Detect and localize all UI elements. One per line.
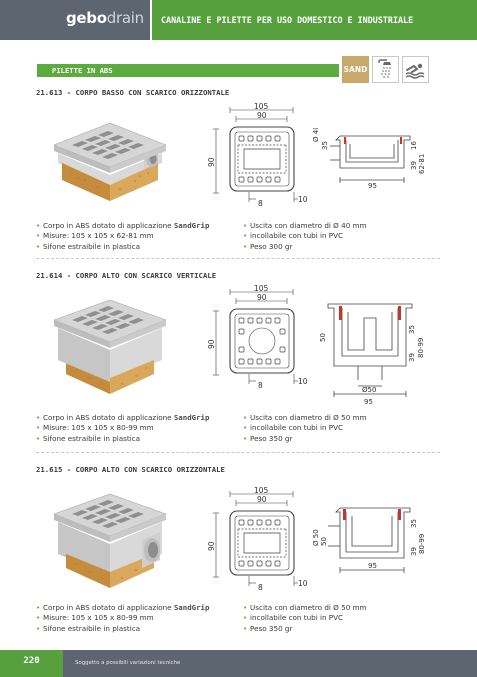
product-title: 21.615 - CORPO ALTO CON SCARICO ORIZZONT… [36,465,225,474]
list-item: Misure: 105 x 105 x 80-99 mm [36,613,209,624]
dim-8: 8 [258,583,263,591]
dim-39: 39 [408,353,416,362]
top-view-drawing: 105 90 90 8 10 [207,103,308,207]
divider [36,258,440,259]
dim-39: 39 [410,547,418,556]
feature-list-right: Uscita con diametro di Ø 50 mm incollabi… [243,603,367,634]
dim-10: 10 [298,195,308,204]
page-number: 220 [23,656,40,666]
list-item: Peso 350 gr [243,624,367,635]
brand-logo: gebodrain [66,9,144,27]
feature-list-left: Corpo in ABS dotato di applicazione Sand… [36,603,209,634]
page-footer: 220 Soggetto a possibili variazioni tecn… [0,650,477,677]
list-item: incollabile con tubi in PVC [243,231,367,242]
side-section-drawing: 50 Ø50 95 39 35 80-99 [319,303,425,406]
dim-105: 105 [254,285,269,293]
dim-90: 90 [257,111,267,120]
section-title: PILETTE IN ABS [52,66,113,75]
dim-95: 95 [368,562,377,570]
dim-105: 105 [254,487,269,495]
dim-90-vertical: 90 [207,541,216,551]
dim-50: 50 [320,537,328,546]
list-item: Uscita con diametro di Ø 50 mm [243,603,367,614]
list-item: Corpo in ABS dotato di applicazione Sand… [36,221,209,232]
list-item: Uscita con diametro di Ø 50 mm [243,413,367,424]
list-item: Corpo in ABS dotato di applicazione Sand… [36,603,209,614]
page-number-box: 220 [0,650,63,677]
footer-note: Soggetto a possibili variazioni tecniche [75,660,181,666]
dim-105: 105 [254,103,269,111]
brand-block: gebodrain [0,0,150,40]
swimming-icon [402,56,429,83]
section-bar: PILETTE IN ABS [37,64,339,77]
shower-icon [372,56,399,83]
dim-diameter-50: Ø50 [362,386,376,394]
list-item: Misure: 105 x 105 x 80-99 mm [36,423,209,434]
dim-8: 8 [258,381,263,389]
dim-35: 35 [408,325,416,334]
top-view-drawing: 105 90 90 8 10 [207,487,308,591]
feature-list-left: Corpo in ABS dotato di applicazione Sand… [36,413,209,444]
dim-62-81: 62-81 [418,154,426,174]
dim-diameter-40: Ø 40 [312,128,320,142]
list-item: Sifone estraibile in plastica [36,624,209,635]
top-view-drawing: 105 90 90 8 10 [207,285,308,389]
dim-10: 10 [298,579,308,588]
dim-50: 50 [319,333,327,342]
side-section-drawing: Ø 40 35 95 39 16 62-81 [312,128,426,190]
dim-35: 35 [410,519,418,528]
header-title-block: CANALINE E PILETTE PER USO DOMESTICO E I… [152,0,477,40]
list-item: Uscita con diametro di Ø 40 mm [243,221,367,232]
feature-list-right: Uscita con diametro di Ø 40 mm incollabi… [243,221,367,252]
dim-90: 90 [257,293,267,302]
dim-39: 39 [410,161,418,170]
page-header: gebodrain CANALINE E PILETTE PER USO DOM… [0,0,477,40]
page-title: CANALINE E PILETTE PER USO DOMESTICO E I… [161,15,414,25]
product-title: 21.613 - CORPO BASSO CON SCARICO ORIZZON… [36,88,230,97]
dim-80-99: 80-99 [418,534,426,554]
dim-90-vertical: 90 [207,339,216,349]
dim-90: 90 [257,495,267,504]
product-photo [53,122,167,201]
list-item: incollabile con tubi in PVC [243,423,367,434]
product-title: 21.614 - CORPO ALTO CON SCARICO VERTICAL… [36,271,217,280]
list-item: Sifone estraibile in plastica [36,434,209,445]
divider [36,452,440,453]
list-item: incollabile con tubi in PVC [243,613,367,624]
dim-95: 95 [368,182,377,190]
dim-diameter-50: Ø 50 [312,529,320,546]
list-item: Peso 300 gr [243,242,367,253]
product-photo [53,493,167,588]
list-item: Peso 350 gr [243,434,367,445]
feature-list-right: Uscita con diametro di Ø 50 mm incollabi… [243,413,367,444]
list-item: Sifone estraibile in plastica [36,242,209,253]
list-item: Corpo in ABS dotato di applicazione Sand… [36,413,209,424]
list-item: Misure: 105 x 105 x 62-81 mm [36,231,209,242]
side-section-drawing: Ø 50 50 95 39 35 80-99 [312,507,426,573]
dim-35: 35 [321,141,329,150]
dim-95: 95 [364,398,373,406]
feature-list-left: Corpo in ABS dotato di applicazione Sand… [36,221,209,252]
dim-8: 8 [258,199,263,207]
dim-90-vertical: 90 [207,157,216,167]
dim-80-99: 80-99 [417,338,425,358]
product-photo [53,299,167,394]
dim-10: 10 [298,377,308,386]
dim-16: 16 [410,141,418,150]
